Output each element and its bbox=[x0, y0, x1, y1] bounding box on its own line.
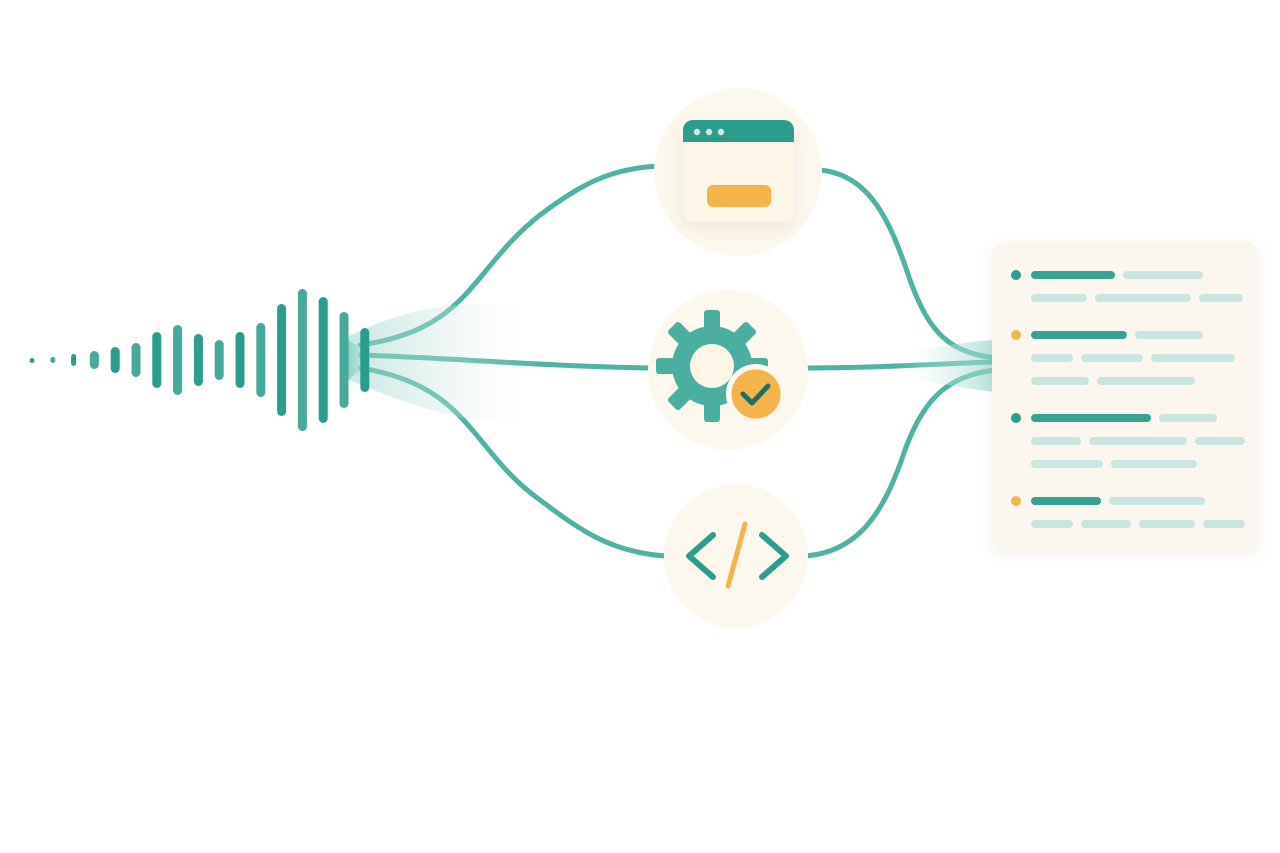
text-line bbox=[1111, 460, 1197, 468]
wave-bar bbox=[152, 332, 162, 388]
text-line bbox=[1031, 354, 1073, 362]
wave-bar bbox=[256, 323, 266, 397]
wave-bar bbox=[131, 343, 141, 377]
text-line bbox=[1097, 377, 1195, 385]
edge-code-to-output bbox=[802, 367, 998, 559]
document-list-icon bbox=[1011, 270, 1245, 528]
text-line bbox=[1195, 437, 1245, 445]
wave-bar bbox=[297, 289, 307, 431]
text-line bbox=[1109, 497, 1205, 505]
text-line bbox=[1199, 294, 1243, 302]
output-document-card bbox=[992, 241, 1259, 552]
wave-bar bbox=[318, 297, 328, 423]
check-badge-icon bbox=[726, 364, 786, 424]
gear-icon bbox=[656, 310, 768, 422]
code-brackets-icon bbox=[686, 521, 789, 589]
code-node bbox=[664, 484, 808, 628]
browser-window-icon bbox=[683, 120, 794, 222]
bullet-dot bbox=[1011, 496, 1021, 506]
wave-bar bbox=[110, 347, 120, 373]
wave-bar bbox=[235, 332, 245, 388]
output-hub-glow bbox=[900, 340, 995, 392]
wave-bar bbox=[360, 328, 370, 392]
connectors-left bbox=[345, 163, 668, 559]
output-document bbox=[992, 241, 1259, 552]
heading-line bbox=[1031, 331, 1127, 339]
text-line bbox=[1095, 294, 1191, 302]
wave-bar bbox=[277, 304, 287, 416]
text-line bbox=[1135, 331, 1203, 339]
wave-bar bbox=[71, 354, 77, 366]
text-line bbox=[1081, 520, 1131, 528]
text-line bbox=[1089, 437, 1187, 445]
source-hub-glow bbox=[345, 304, 540, 423]
sound-wave-icon bbox=[29, 289, 370, 431]
wave-bar bbox=[193, 334, 203, 386]
wave-bar bbox=[50, 357, 56, 363]
wave-bar bbox=[89, 351, 99, 369]
bullet-dot bbox=[1011, 270, 1021, 280]
text-line bbox=[1139, 520, 1195, 528]
heading-line bbox=[1031, 414, 1151, 422]
wave-bar bbox=[339, 312, 349, 408]
text-line bbox=[1031, 294, 1087, 302]
process-node bbox=[648, 290, 808, 450]
text-line bbox=[1159, 414, 1217, 422]
text-line bbox=[1151, 354, 1235, 362]
wave-bar bbox=[214, 340, 224, 380]
heading-line bbox=[1031, 271, 1115, 279]
edge-ui-window-to-output bbox=[817, 167, 998, 361]
text-line bbox=[1031, 520, 1073, 528]
ui-window-node bbox=[654, 88, 822, 256]
text-line bbox=[1081, 354, 1143, 362]
text-line bbox=[1203, 520, 1245, 528]
text-line bbox=[1031, 377, 1089, 385]
text-line bbox=[1123, 271, 1203, 279]
heading-line bbox=[1031, 497, 1101, 505]
wave-bar bbox=[173, 325, 183, 395]
bullet-dot bbox=[1011, 413, 1021, 423]
bullet-dot bbox=[1011, 330, 1021, 340]
text-line bbox=[1031, 437, 1081, 445]
text-line bbox=[1031, 460, 1103, 468]
connectors-right bbox=[802, 167, 998, 559]
wave-bar bbox=[29, 358, 35, 363]
